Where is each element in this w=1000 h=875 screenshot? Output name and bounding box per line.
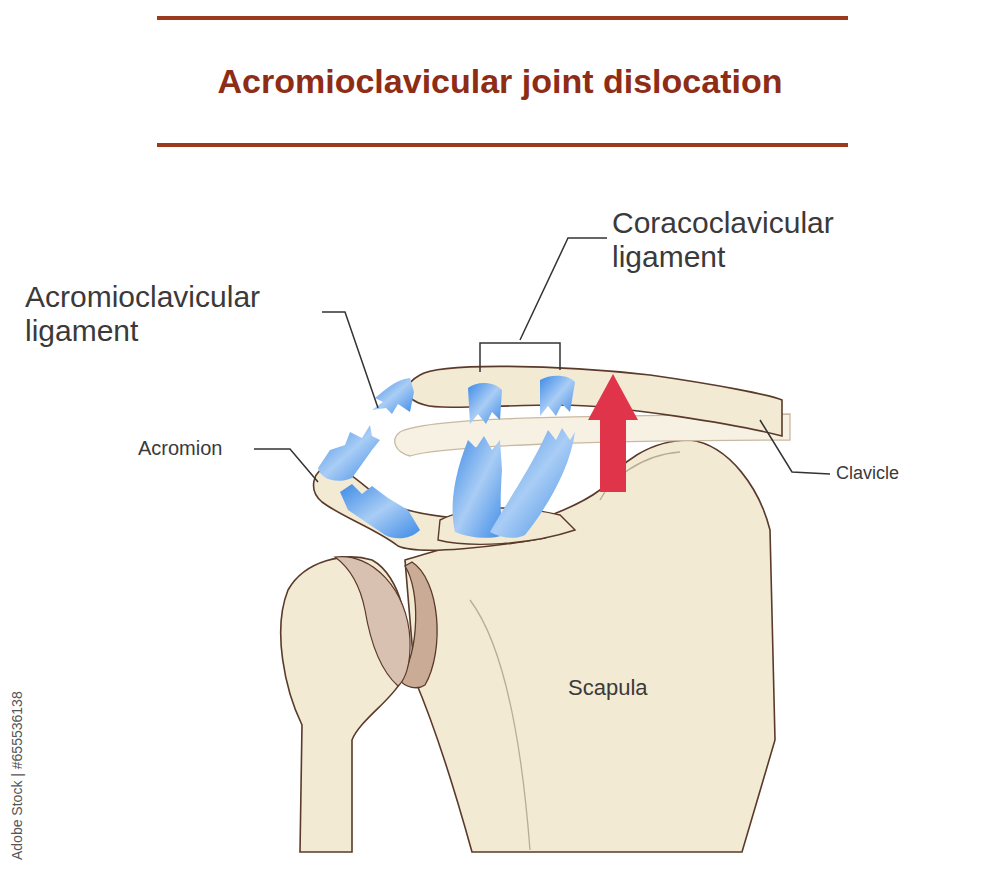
scapula-contour (470, 600, 530, 850)
clavicle-bone (407, 366, 782, 436)
leader-line (322, 312, 378, 408)
displacement-arrow (588, 374, 638, 420)
ligament-torn (540, 376, 575, 416)
title-rule (157, 143, 848, 147)
leader-line (520, 238, 607, 340)
ligament-torn (468, 383, 502, 424)
part-label: Acromioclavicular ligament (25, 280, 325, 347)
ligament-torn (318, 425, 380, 481)
diagram-title: Acromioclavicular joint dislocation (0, 62, 1000, 100)
displacement-arrow (600, 418, 626, 492)
leader-line (760, 420, 830, 474)
ligament-torn (490, 428, 575, 538)
bracket (480, 343, 560, 372)
watermark: Adobe Stock | #655536138 (10, 691, 26, 860)
part-label: Scapula (568, 676, 648, 701)
humeral-cartilage (335, 557, 410, 686)
part-label: Acromion (138, 437, 222, 459)
part-label: Clavicle (836, 463, 899, 483)
ligament-torn (340, 484, 420, 538)
leader-line (254, 449, 318, 482)
part-label: Coracoclavicular ligament (612, 206, 902, 273)
title-rule (157, 16, 848, 20)
ligament-torn (372, 378, 414, 414)
